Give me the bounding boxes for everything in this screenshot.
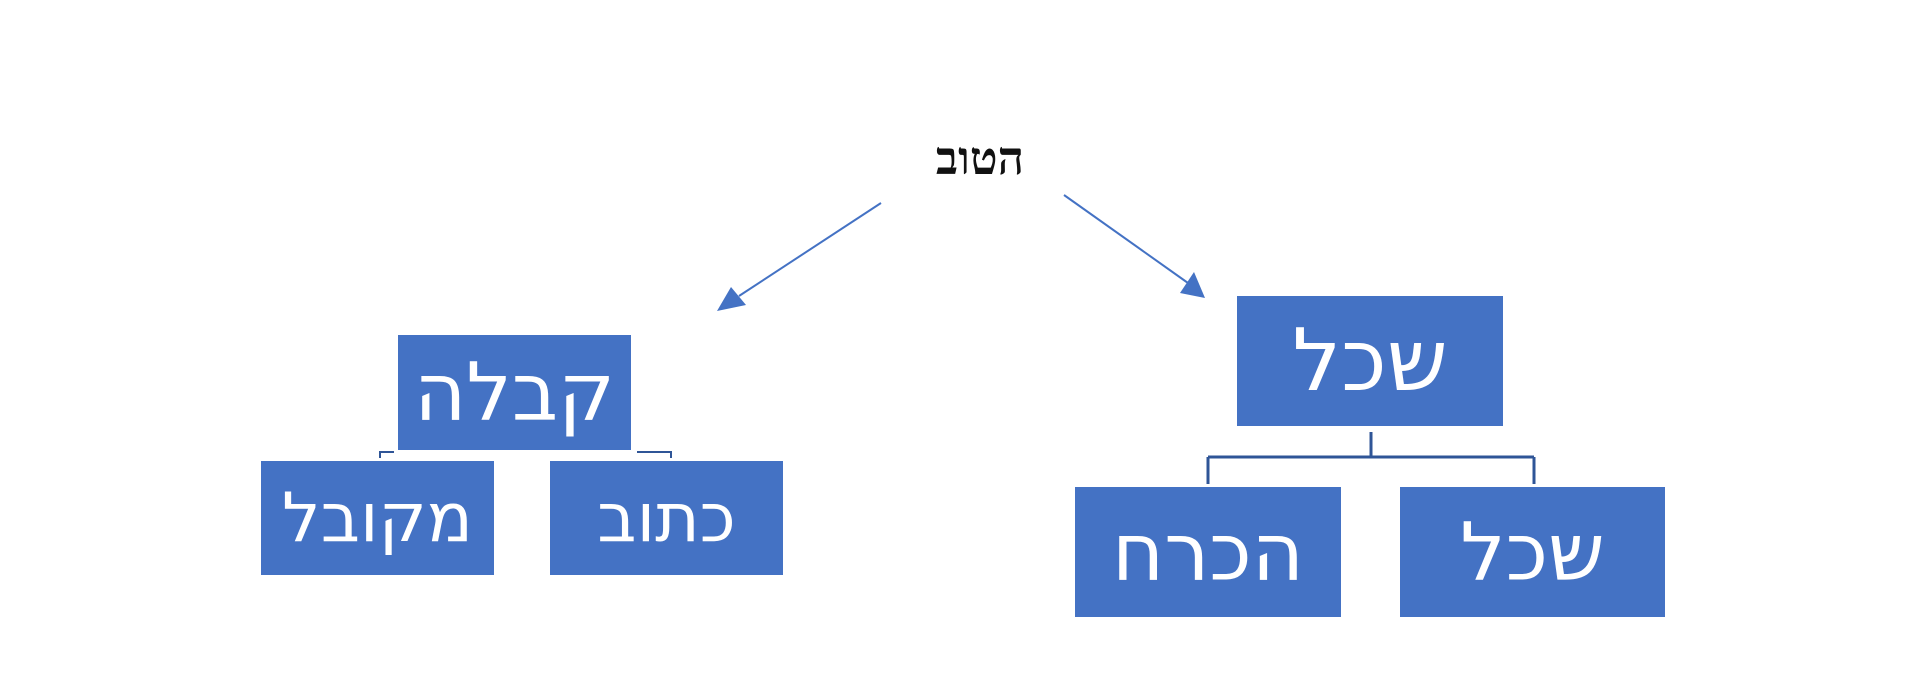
connector-sekhel-children [1206,432,1536,484]
connector-mekubal [379,451,394,458]
node-hekhrah: הכרח [1075,487,1341,617]
node-katuv: כתוב [550,461,783,575]
node-kabbalah: קבלה [398,335,631,450]
arrow-to-kabbalah [738,202,882,297]
connector-katuv [637,451,672,458]
arrowhead-kabbalah-icon [717,287,746,311]
node-sekhel: שכל [1237,296,1503,426]
arrow-to-sekhel [1063,194,1189,284]
arrowhead-sekhel-icon [1180,272,1205,298]
root-label: הטוב [935,131,1025,185]
node-sekhel-child: שכל [1400,487,1665,617]
node-mekubal: מקובל [261,461,494,575]
